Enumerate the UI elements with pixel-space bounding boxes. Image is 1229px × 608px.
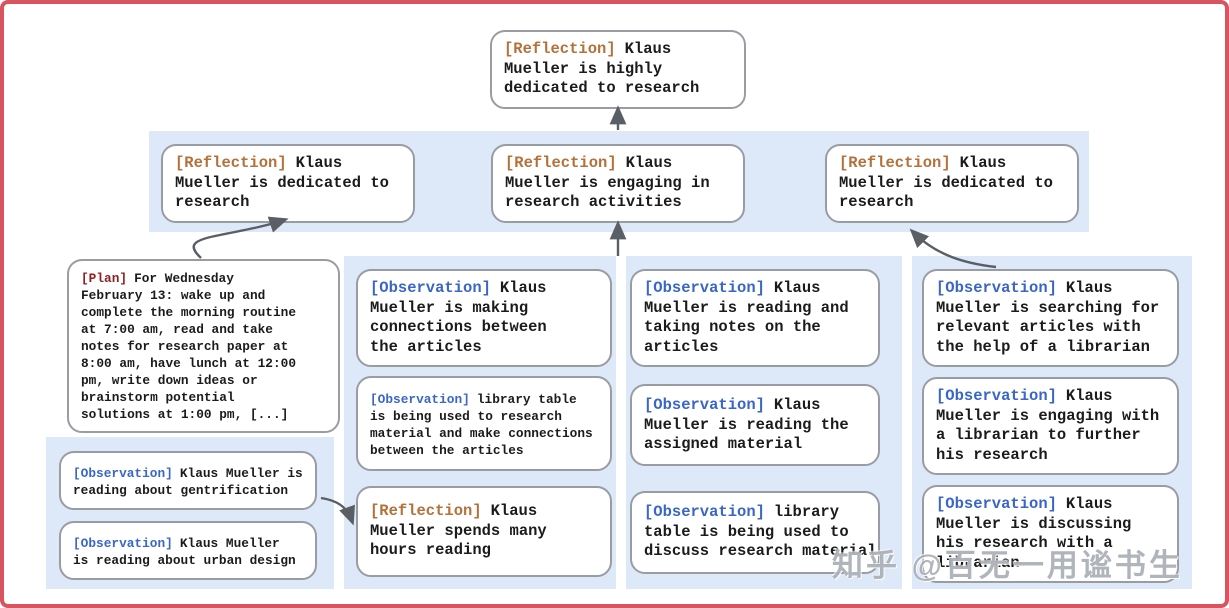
node-tier2-left-reflection: [Reflection]Klaus Mueller is dedicated t…: [161, 144, 415, 223]
node-text: Klaus Mueller is discussing his research…: [936, 495, 1132, 572]
node-text: Klaus Mueller spends many hours reading: [370, 502, 547, 559]
node-col4-observation-2: [Observation]Klaus Mueller is engaging w…: [922, 377, 1179, 475]
node-col2-observation-2: [Observation]library table is being used…: [356, 376, 612, 471]
node-tier2-right-reflection: [Reflection]Klaus Mueller is dedicated t…: [825, 144, 1079, 223]
reflection-tag: [Reflection]: [370, 502, 482, 520]
reflection-tag: [Reflection]: [504, 40, 616, 58]
reflection-tag: [Reflection]: [505, 154, 617, 172]
node-text: Klaus Mueller is engaging with a librari…: [936, 387, 1160, 464]
node-col2-reflection: [Reflection]Klaus Mueller spends many ho…: [356, 486, 612, 577]
node-text: library table is being used to discuss r…: [644, 503, 877, 560]
node-col3-observation-3: [Observation]library table is being used…: [630, 491, 880, 574]
observation-tag: [Observation]: [73, 536, 173, 551]
node-col4-observation-1: [Observation]Klaus Mueller is searching …: [922, 269, 1179, 367]
node-col4-observation-3: [Observation]Klaus Mueller is discussing…: [922, 485, 1179, 583]
node-left-observation-1: [Observation]Klaus Mueller is reading ab…: [59, 451, 317, 510]
reflection-tag: [Reflection]: [839, 154, 951, 172]
observation-tag: [Observation]: [370, 392, 470, 407]
observation-tag: [Observation]: [644, 396, 765, 414]
node-col2-observation-1: [Observation]Klaus Mueller is making con…: [356, 269, 612, 367]
node-text: Klaus Mueller is highly dedicated to res…: [504, 40, 700, 97]
observation-tag: [Observation]: [644, 279, 765, 297]
node-col3-observation-1: [Observation]Klaus Mueller is reading an…: [630, 269, 880, 367]
node-text: Klaus Mueller is searching for relevant …: [936, 279, 1160, 356]
observation-tag: [Observation]: [936, 495, 1057, 513]
reflection-tag: [Reflection]: [175, 154, 287, 172]
observation-tag: [Observation]: [370, 279, 491, 297]
node-text: Klaus Mueller is making connections betw…: [370, 279, 547, 356]
plan-tag: [Plan]: [81, 271, 128, 286]
node-text: Klaus Mueller is reading about gentrific…: [73, 466, 303, 498]
observation-tag: [Observation]: [936, 387, 1057, 405]
node-text: Klaus Mueller is engaging in research ac…: [505, 154, 710, 211]
node-plan: [Plan]For Wednesday February 13: wake up…: [67, 259, 340, 433]
node-text: Klaus Mueller is dedicated to research: [175, 154, 389, 211]
node-col3-observation-2: [Observation]Klaus Mueller is reading th…: [630, 384, 880, 466]
node-text: Klaus Mueller is reading and taking note…: [644, 279, 849, 356]
node-tier2-mid-reflection: [Reflection]Klaus Mueller is engaging in…: [491, 144, 745, 223]
node-text: Klaus Mueller is reading the assigned ma…: [644, 396, 849, 453]
node-left-observation-2: [Observation]Klaus Mueller is reading ab…: [59, 521, 317, 580]
observation-tag: [Observation]: [73, 466, 173, 481]
node-text: Klaus Mueller is dedicated to research: [839, 154, 1053, 211]
observation-tag: [Observation]: [644, 503, 765, 521]
node-text: For Wednesday February 13: wake up and c…: [81, 271, 297, 422]
node-root-reflection: [Reflection]Klaus Mueller is highly dedi…: [490, 30, 746, 109]
node-text: library table is being used to research …: [370, 392, 593, 458]
observation-tag: [Observation]: [936, 279, 1057, 297]
node-text: Klaus Mueller is reading about urban des…: [73, 536, 296, 568]
